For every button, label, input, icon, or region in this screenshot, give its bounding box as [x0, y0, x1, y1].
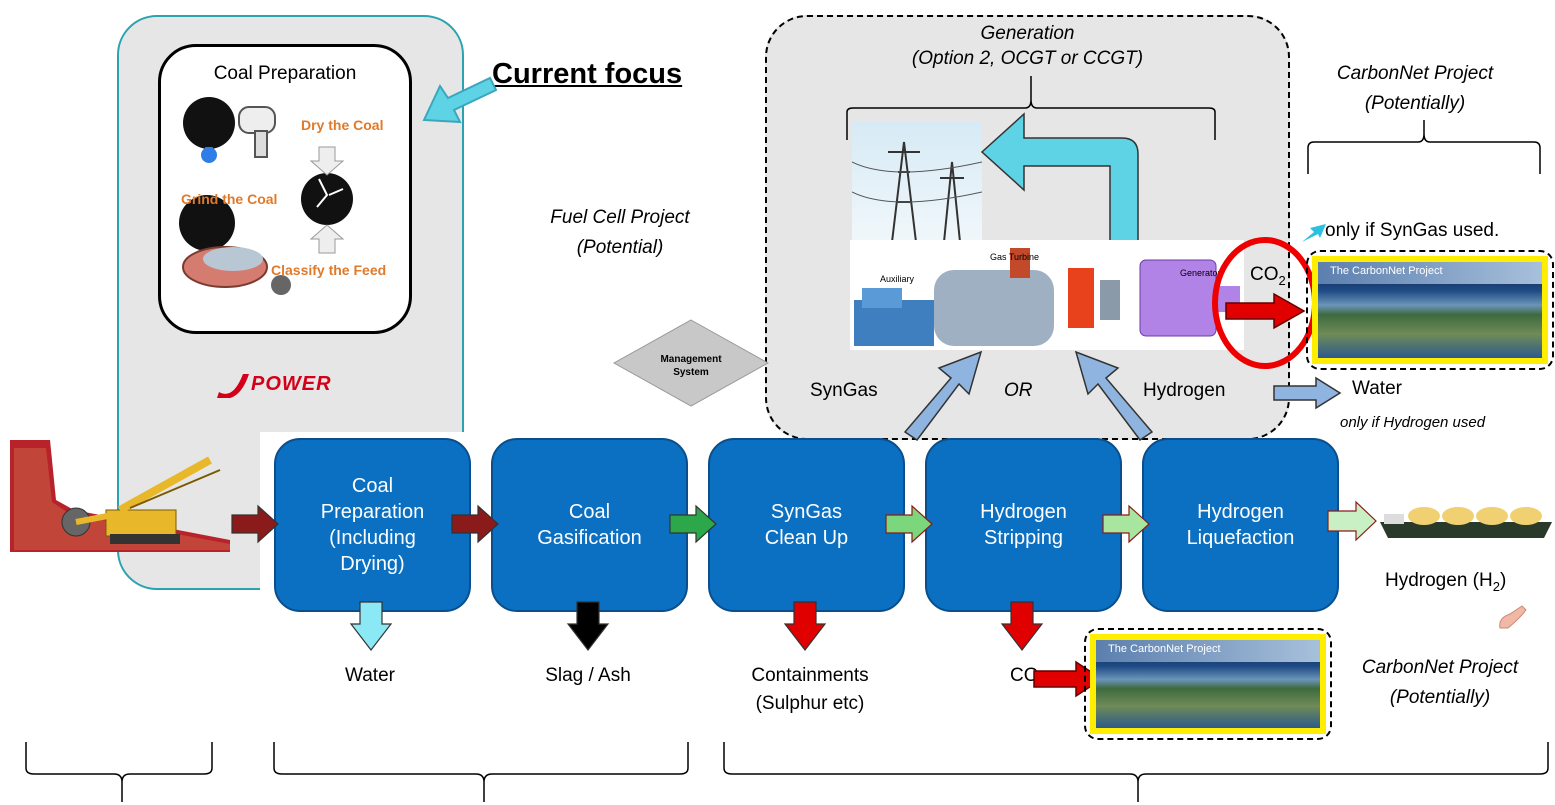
flow-arrow-6-icon: [1327, 500, 1377, 542]
slag-down-arrow-icon: [566, 601, 610, 651]
grind-the-coal-label: Grind the Coal: [181, 191, 278, 207]
output-containments-line2: (Sulphur etc): [755, 693, 865, 714]
hydrogen-output-label: Hydrogen (H2): [1385, 570, 1506, 594]
co2-generation-label: CO2: [1250, 264, 1286, 288]
output-slag-ash: Slag / Ash: [545, 665, 631, 686]
generation-subtitle: (Option 2, OCGT or CCGT): [911, 48, 1144, 69]
jpower-logo-mark: [217, 374, 249, 398]
hydrogen-output-sub: 2: [1492, 578, 1500, 594]
stage-hydrogen-stripping-line2: Stripping: [984, 527, 1063, 549]
carbonnet-bottom-line2: (Potentially): [1389, 687, 1491, 708]
current-focus-arrow-icon: [422, 76, 498, 124]
stage-syngas-clean-up-line1: SynGas: [770, 501, 843, 523]
classify-the-feed-label: Classify the Feed: [271, 262, 387, 278]
carbonnet-top-image-title: The CarbonNet Project: [1330, 265, 1443, 277]
dry-the-coal-label: Dry the Coal: [301, 117, 384, 133]
gas-turbine-image: Auxiliary Gas Turbine Generator: [850, 240, 1244, 350]
jpower-logo: POWER: [215, 370, 332, 398]
containments-down-arrow-icon: [783, 601, 827, 651]
coal-preparation-card-title: Coal Preparation: [213, 63, 357, 84]
hydrogen-output-suffix: ): [1499, 570, 1507, 591]
gas-turbine-label: Gas Turbine: [990, 252, 1040, 262]
power-output-arrow-icon: [980, 112, 1139, 248]
generator-label: Generator: [1180, 268, 1221, 278]
carbonnet-bottom-image-title: The CarbonNet Project: [1108, 643, 1221, 655]
stage-syngas-clean-up-line2: Clean Up: [764, 527, 849, 549]
stage-coal-preparation-line4: Drying): [340, 553, 405, 575]
fuel-cell-line2: (Potential): [576, 237, 664, 258]
coal-process-illustration: [179, 97, 353, 295]
hydrogen-gen-label: Hydrogen: [1143, 380, 1226, 401]
generation-box: [765, 15, 1290, 440]
stage-coal-preparation-line3: (Including: [329, 527, 416, 549]
or-label: OR: [1004, 380, 1033, 401]
stage-coal-gasification-line1: Coal: [568, 501, 611, 523]
co2-red-arrow-icon: [1225, 292, 1306, 330]
co2-text: CO: [1250, 264, 1279, 285]
stage-coal-gasification-line2: Gasification: [537, 527, 642, 549]
management-system-diamond: [612, 319, 770, 407]
mining-excavator-image: [10, 440, 230, 552]
stage-hydrogen-liquefaction-line1: Hydrogen: [1197, 501, 1284, 523]
stage-coal-preparation-line1: Coal: [351, 475, 394, 497]
stage-hydrogen-stripping-line1: Hydrogen: [980, 501, 1067, 523]
flow-arrow-5-icon: [1102, 504, 1150, 544]
flow-arrow-4-icon: [885, 504, 933, 544]
fuel-cell-line1: Fuel Cell Project: [550, 207, 690, 228]
co2-down-arrow-icon: [1000, 601, 1044, 651]
carbonnet-top-image: The CarbonNet Project: [1312, 256, 1548, 364]
output-water: Water: [345, 665, 395, 686]
water-down-arrow-icon: [349, 601, 393, 651]
bottom-braces: [25, 742, 1549, 802]
management-system-line1: Management: [660, 354, 722, 365]
carbonnet-bottom-dashed-frame: [1084, 628, 1332, 740]
auxiliary-label: Auxiliary: [880, 274, 915, 284]
carbonnet-top-dashed-frame: [1306, 250, 1554, 370]
carbonnet-top-line1: CarbonNet Project: [1336, 63, 1494, 84]
stage-hydrogen-liquefaction-line2: Liquefaction: [1186, 527, 1295, 549]
generation-brace: [846, 76, 1216, 140]
hydrogen-output-prefix: Hydrogen (H: [1385, 570, 1493, 591]
management-system-line2: System: [673, 367, 709, 378]
carbonnet-bottom-image: The CarbonNet Project: [1090, 634, 1326, 734]
current-focus-label: Current focus: [492, 58, 683, 90]
hydrogen-ship-image: [1376, 494, 1554, 540]
power-lines-image: [851, 122, 983, 248]
flow-arrow-2-icon: [451, 504, 499, 544]
hydrogen-up-arrow-icon: [1074, 350, 1154, 442]
stage-coal-preparation-line2: Preparation: [320, 501, 425, 523]
syngas-gen-label: SynGas: [810, 380, 878, 401]
carbonnet-top-line2: (Potentially): [1364, 93, 1466, 114]
carbonnet-bottom-line1: CarbonNet Project: [1361, 657, 1519, 678]
pink-shoe-icon: [1499, 605, 1527, 629]
output-co2-text: CO: [1010, 665, 1039, 686]
co2-sub: 2: [1278, 272, 1286, 288]
cyan-pointer-icon: [1302, 224, 1326, 242]
jpower-logo-text: POWER: [251, 372, 332, 395]
water-right-note: only if Hydrogen used: [1340, 414, 1486, 431]
carbonnet-top-brace: [1307, 120, 1541, 174]
syngas-up-arrow-icon: [903, 350, 983, 442]
water-blue-arrow-icon: [1273, 376, 1342, 410]
only-if-syngas-note: only if SynGas used.: [1325, 220, 1500, 241]
water-right-label: Water: [1352, 378, 1402, 399]
flow-arrow-3-icon: [669, 504, 717, 544]
coal-preparation-card: Coal Preparation Dry the Coal Grind the …: [158, 44, 412, 334]
generation-title: Generation: [980, 23, 1075, 44]
output-containments-line1: Containments: [751, 665, 869, 686]
flow-arrow-1-icon: [231, 504, 279, 544]
